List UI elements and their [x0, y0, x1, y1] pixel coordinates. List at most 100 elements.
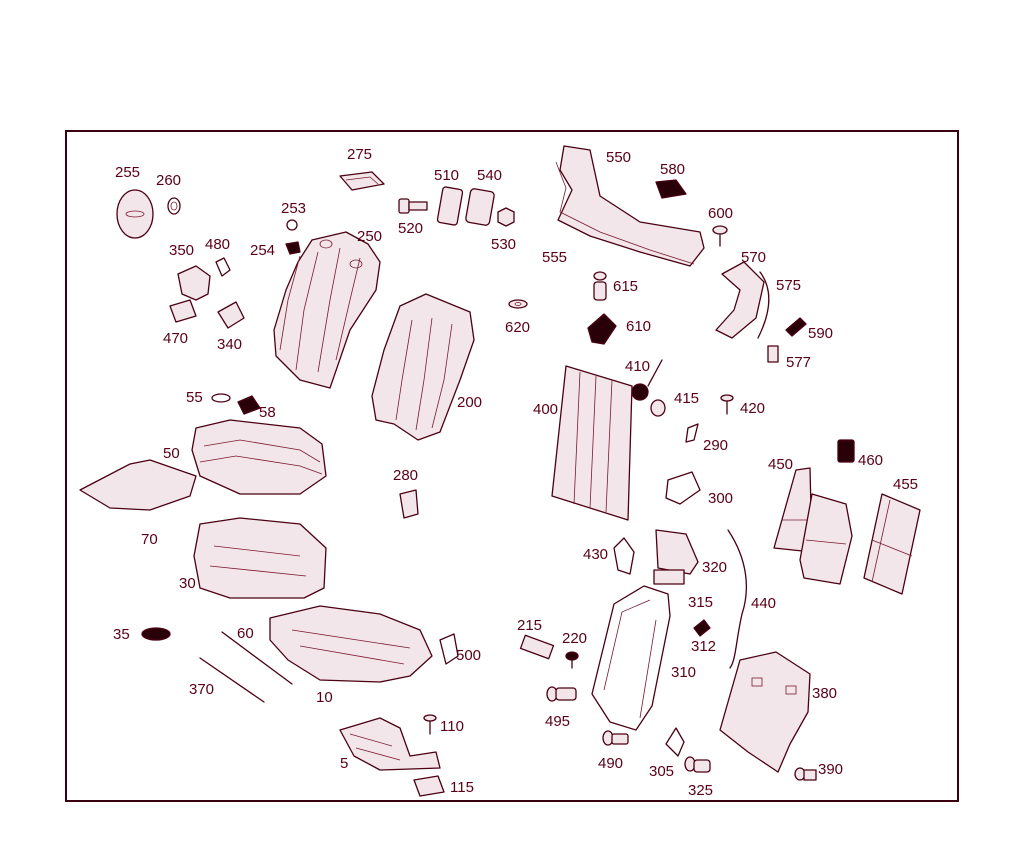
part-510-panel	[436, 186, 464, 226]
label-312: 312	[691, 638, 716, 655]
label-450: 450	[768, 456, 793, 473]
label-520: 520	[398, 220, 423, 237]
part-325-bolt	[684, 756, 711, 773]
part-215-trim	[519, 634, 555, 660]
part-70-heating-mat	[79, 459, 197, 511]
part-253-ring	[286, 219, 298, 231]
label-55: 55	[186, 389, 203, 406]
part-50-seat-cushion	[191, 419, 327, 495]
label-290: 290	[703, 437, 728, 454]
part-110-screw	[423, 714, 437, 735]
label-470: 470	[163, 330, 188, 347]
label-600: 600	[708, 205, 733, 222]
diagram-frame	[65, 130, 959, 802]
part-280-bracket	[399, 489, 419, 519]
label-510: 510	[434, 167, 459, 184]
label-620: 620	[505, 319, 530, 336]
label-410: 410	[625, 358, 650, 375]
part-290-pin	[685, 423, 699, 443]
label-254: 254	[250, 242, 275, 259]
label-340: 340	[217, 336, 242, 353]
part-260-clip	[167, 197, 181, 215]
label-60: 60	[237, 625, 254, 642]
part-55-ring	[211, 393, 231, 403]
label-260: 260	[156, 172, 181, 189]
label-540: 540	[477, 167, 502, 184]
label-420: 420	[740, 400, 765, 417]
part-390-fastener	[794, 767, 817, 781]
part-310-backrest-frame	[591, 585, 671, 731]
part-580-cover	[655, 179, 687, 199]
label-280: 280	[393, 467, 418, 484]
part-495-bolt	[546, 686, 577, 702]
label-400: 400	[533, 401, 558, 418]
part-315-pad	[653, 569, 685, 585]
label-5: 5	[340, 755, 348, 772]
part-455-mesh-panel	[863, 493, 921, 595]
part-250-backrest	[273, 231, 381, 389]
part-615-clip	[593, 271, 607, 301]
part-540-panel	[465, 188, 495, 226]
part-35-cap	[141, 627, 171, 641]
label-325: 325	[688, 782, 713, 799]
part-470-bracket	[169, 299, 197, 323]
part-400-lumbar-mat	[551, 365, 633, 521]
label-275: 275	[347, 146, 372, 163]
part-5-seat-adjuster	[339, 717, 441, 771]
label-440: 440	[751, 595, 776, 612]
label-580: 580	[660, 161, 685, 178]
part-420-screw	[720, 394, 734, 415]
label-370: 370	[189, 681, 214, 698]
label-350: 350	[169, 242, 194, 259]
part-415-disc	[650, 399, 666, 417]
part-255-cover-disc	[116, 189, 154, 239]
label-550: 550	[606, 149, 631, 166]
label-555: 555	[542, 249, 567, 266]
part-590-clip	[785, 317, 807, 337]
label-577: 577	[786, 354, 811, 371]
label-50: 50	[163, 445, 180, 462]
part-30-seat-pad	[193, 517, 327, 599]
part-115-pad	[413, 775, 445, 797]
part-58-cap	[237, 395, 261, 415]
part-220-screw	[565, 651, 579, 669]
part-577-tab	[767, 345, 779, 363]
label-250: 250	[357, 228, 382, 245]
label-455: 455	[893, 476, 918, 493]
label-300: 300	[708, 490, 733, 507]
label-430: 430	[583, 546, 608, 563]
label-415: 415	[674, 390, 699, 407]
part-320-plate	[655, 529, 699, 575]
label-590: 590	[808, 325, 833, 342]
label-495: 495	[545, 713, 570, 730]
label-200: 200	[457, 394, 482, 411]
label-253: 253	[281, 200, 306, 217]
label-220: 220	[562, 630, 587, 647]
part-60-rod	[221, 631, 293, 685]
label-390: 390	[818, 761, 843, 778]
part-440-cable	[727, 529, 747, 669]
part-305-hinge	[665, 727, 685, 757]
label-255: 255	[115, 164, 140, 181]
part-254-grommet	[285, 241, 301, 255]
label-310: 310	[671, 664, 696, 681]
label-575: 575	[776, 277, 801, 294]
part-460-module	[837, 439, 855, 463]
label-35: 35	[113, 626, 130, 643]
label-615: 615	[613, 278, 638, 295]
label-570: 570	[741, 249, 766, 266]
part-340-plate	[217, 301, 245, 329]
part-575-wire	[757, 271, 770, 339]
label-110: 110	[440, 718, 464, 735]
part-620-washer	[508, 299, 528, 309]
part-550-upper-trim	[555, 145, 705, 267]
part-200-backrest-pad	[371, 293, 475, 441]
part-430-bracket	[613, 537, 635, 575]
part-600-screw	[712, 225, 728, 247]
part-450-air-bladder	[773, 467, 853, 585]
label-30: 30	[179, 575, 196, 592]
label-70: 70	[141, 531, 158, 548]
part-10-seat-frame	[269, 605, 433, 683]
label-10: 10	[316, 689, 333, 706]
part-570-side-trim	[715, 261, 765, 339]
